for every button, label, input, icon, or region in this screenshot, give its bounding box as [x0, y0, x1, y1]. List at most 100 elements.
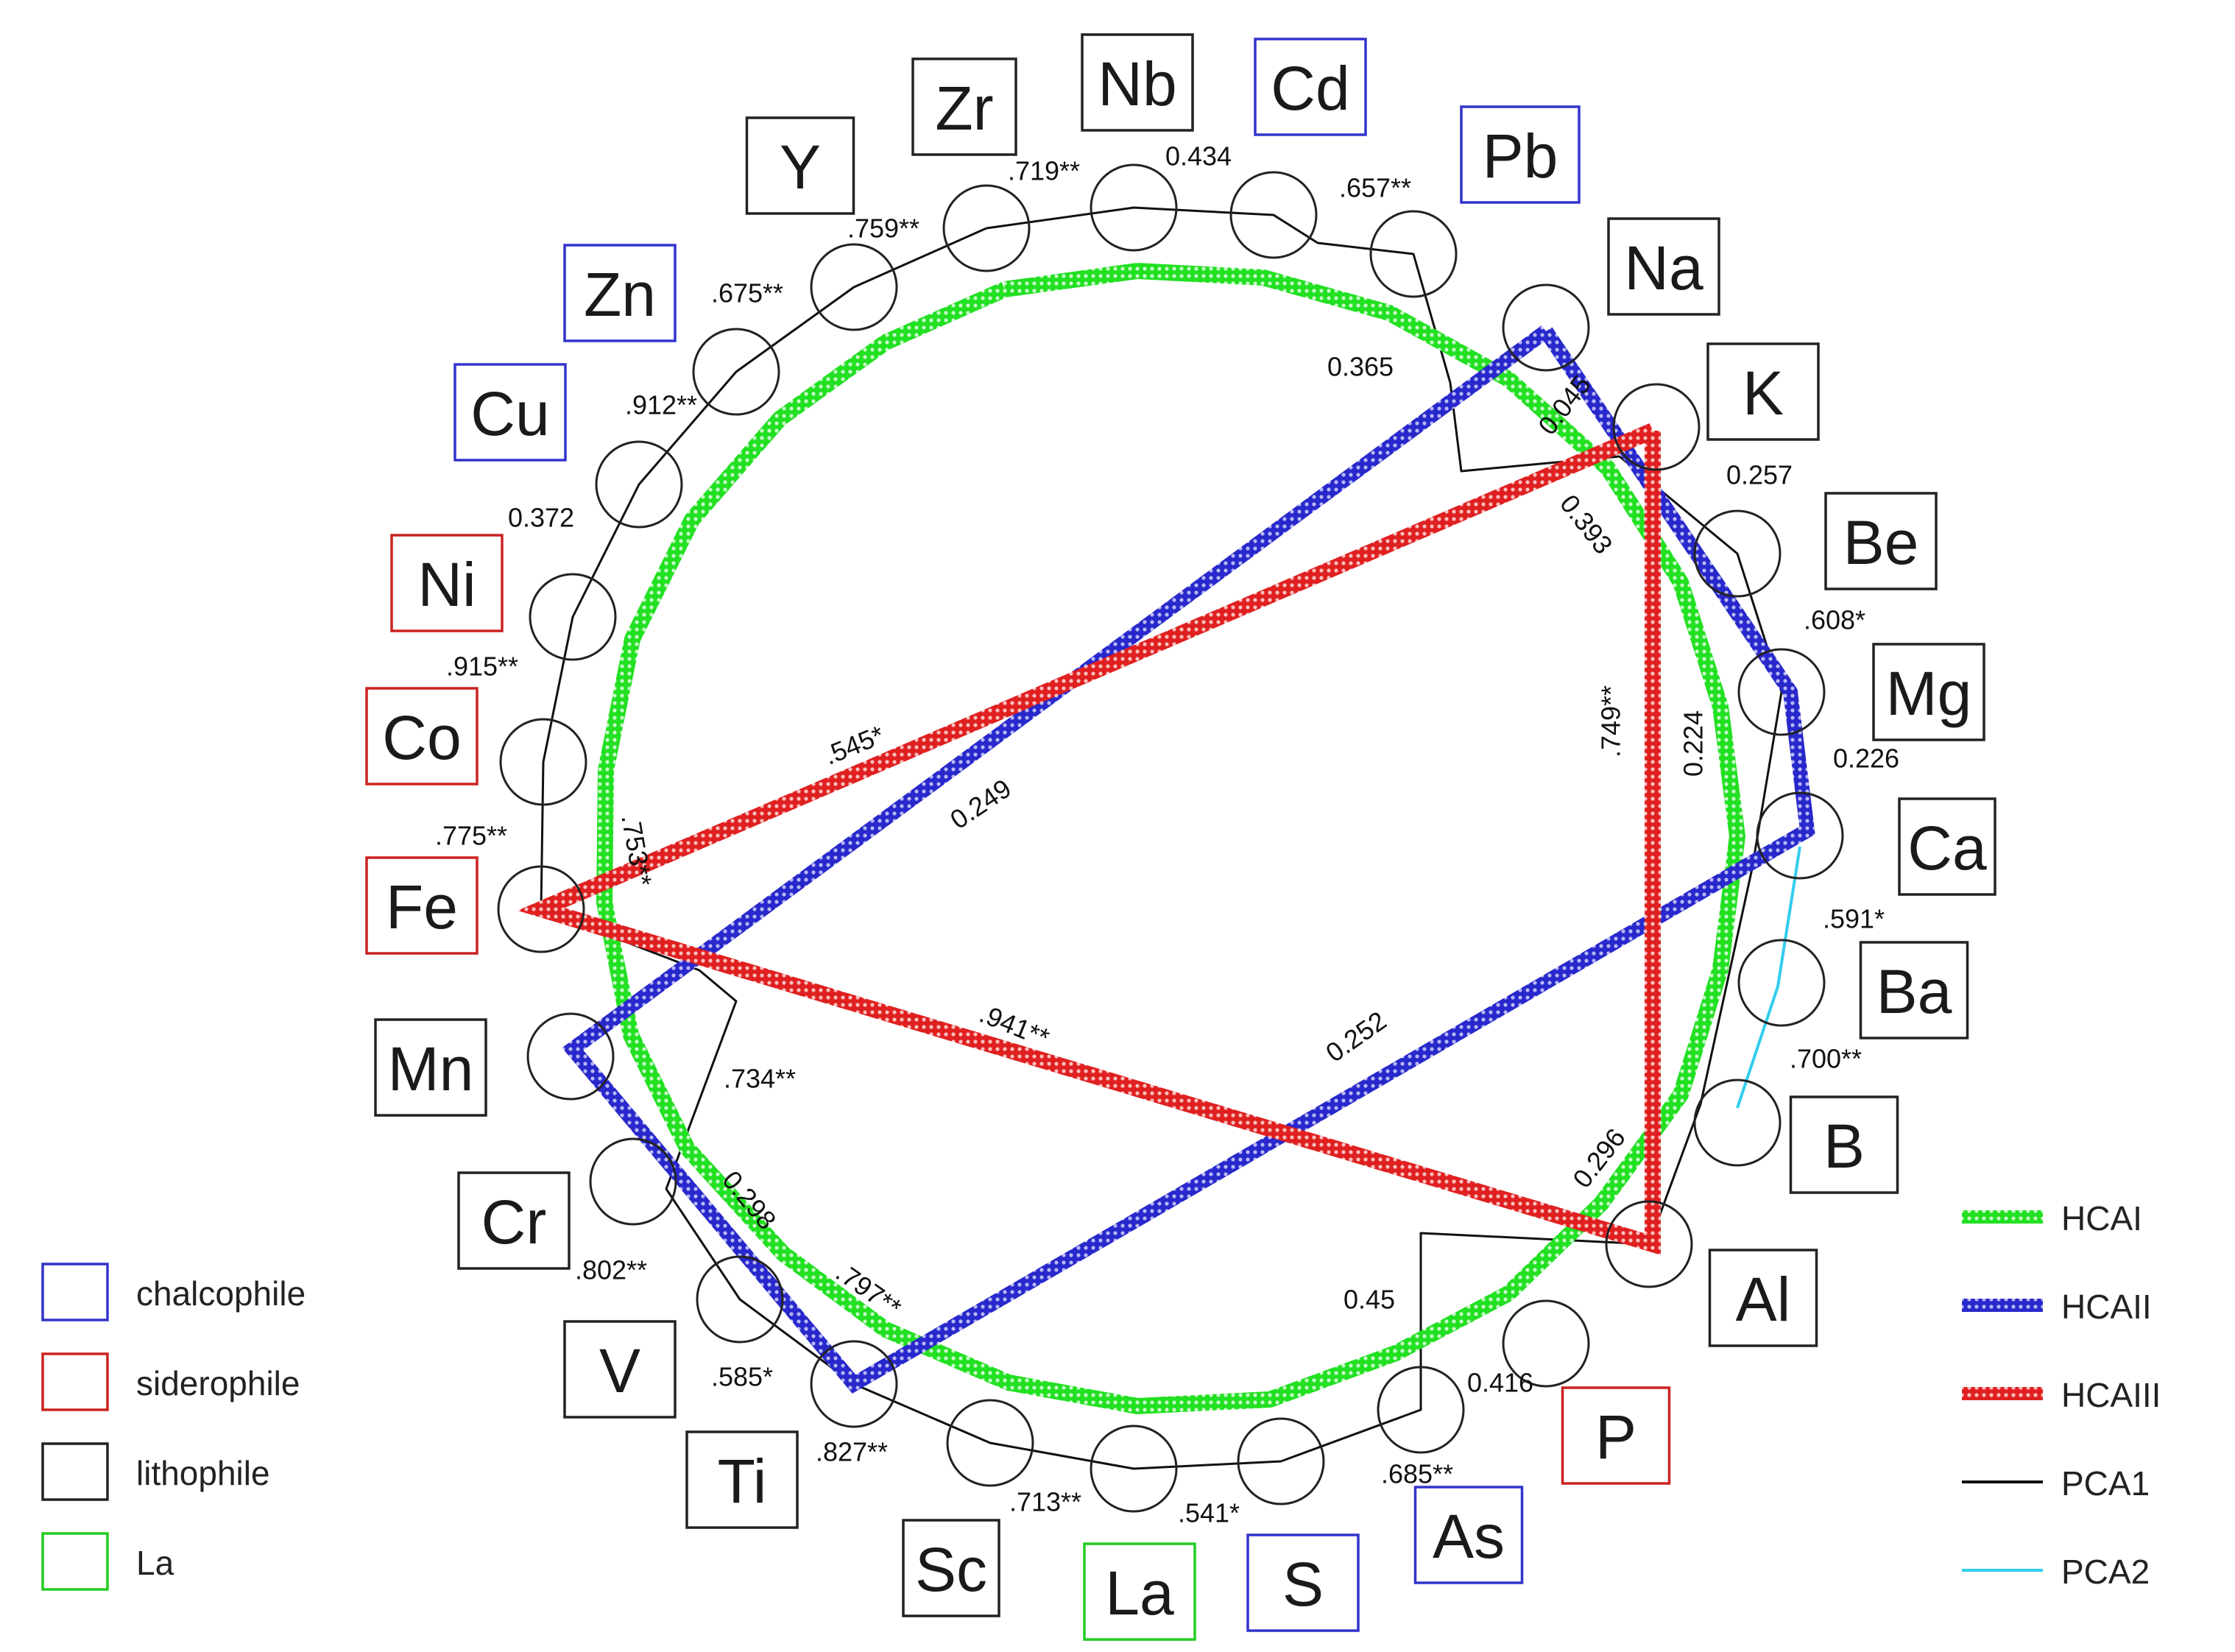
- element-label: Ti: [718, 1447, 767, 1516]
- element-label: Cr: [481, 1187, 547, 1257]
- element-box-cu: Cu: [453, 363, 567, 462]
- legend-group-chalcophile: chalcophile: [41, 1263, 306, 1321]
- element-label: Zr: [935, 74, 993, 143]
- correlation-cr-fe: .734**: [724, 1064, 796, 1094]
- correlation-k-al: .749**: [1596, 685, 1626, 758]
- correlation-ca-ba: .591*: [1823, 904, 1885, 934]
- node-la: [1090, 1425, 1178, 1513]
- element-frame: [1789, 1095, 1899, 1194]
- correlation-as-s: .685**: [1381, 1459, 1453, 1489]
- legend-swatch: [41, 1352, 109, 1411]
- element-box-v: V: [563, 1320, 677, 1419]
- node-v: [696, 1255, 784, 1344]
- element-label: Be: [1843, 508, 1919, 577]
- correlation-zn-y: .675**: [711, 278, 783, 308]
- element-box-mg: Mg: [1872, 643, 1985, 741]
- element-label: V: [599, 1336, 640, 1405]
- legend-line-pca2: PCA2: [1962, 1553, 2150, 1591]
- element-frame: [1561, 1386, 1671, 1485]
- element-label: Nb: [1098, 49, 1176, 119]
- element-label: Ca: [1907, 813, 1987, 883]
- correlation-labels-layer: .759**.719**0.434.657**0.3650.0450.2570.…: [435, 141, 1899, 1528]
- element-label: Cd: [1271, 54, 1349, 123]
- node-b: [1693, 1079, 1782, 1167]
- element-frame: [1706, 342, 1820, 441]
- element-box-nb: Nb: [1081, 33, 1194, 132]
- element-frame: [1460, 105, 1581, 204]
- element-label: Sc: [915, 1535, 987, 1604]
- correlation-la-sc: .713**: [1009, 1487, 1081, 1517]
- element-label: Mg: [1886, 659, 1972, 728]
- element-box-zn: Zn: [563, 244, 677, 342]
- legend-label: La: [136, 1544, 174, 1582]
- element-frame: [1898, 797, 1996, 896]
- correlation-cu-zn: .912**: [625, 390, 697, 420]
- node-be: [1693, 509, 1782, 598]
- element-box-b: B: [1789, 1095, 1899, 1194]
- node-ni: [529, 573, 617, 661]
- element-box-be: Be: [1824, 492, 1938, 590]
- node-ca: [1756, 791, 1844, 880]
- legend-swatch: [41, 1442, 109, 1501]
- element-label: K: [1743, 359, 1784, 428]
- element-box-cd: Cd: [1254, 38, 1367, 136]
- node-cd: [1229, 171, 1318, 259]
- element-frame: [563, 1320, 677, 1419]
- legend-line-label: HCAI: [2061, 1199, 2142, 1238]
- element-label: Pb: [1483, 121, 1558, 191]
- element-frame: [685, 1430, 799, 1529]
- legend-line-label: PCA2: [2061, 1553, 2150, 1591]
- element-label: Al: [1736, 1265, 1791, 1334]
- node-nb: [1090, 163, 1178, 252]
- element-box-al: Al: [1708, 1249, 1818, 1347]
- node-s: [1237, 1417, 1325, 1505]
- element-frame: [745, 116, 855, 215]
- element-label: B: [1823, 1112, 1865, 1181]
- element-frame: [1081, 33, 1194, 132]
- element-frame: [1413, 1486, 1524, 1584]
- pca1-line: [540, 206, 1783, 1470]
- element-label: S: [1282, 1550, 1324, 1619]
- correlation-mg-al: 0.224: [1678, 710, 1709, 777]
- element-frame: [1083, 1542, 1196, 1641]
- node-sc: [946, 1399, 1034, 1487]
- legend-label: lithophile: [136, 1454, 270, 1492]
- element-label: Co: [382, 703, 461, 772]
- node-ba: [1737, 939, 1826, 1027]
- element-label: P: [1595, 1402, 1636, 1472]
- correlation-al-as: 0.45: [1344, 1285, 1395, 1315]
- legend-line-label: HCAII: [2061, 1288, 2152, 1326]
- element-box-ba: Ba: [1859, 941, 1969, 1039]
- pca-layer: [540, 206, 1801, 1470]
- element-box-sc: Sc: [902, 1519, 1000, 1617]
- element-box-cr: Cr: [457, 1171, 571, 1270]
- element-box-k: K: [1706, 342, 1820, 441]
- correlation-ca-ti: 0.252: [1320, 1005, 1391, 1067]
- element-label: Cu: [470, 379, 549, 448]
- element-frame: [365, 856, 479, 955]
- node-mn: [526, 1012, 615, 1101]
- legend-layer: chalcophilesiderophilelithophileLaHCAIHC…: [41, 1199, 2161, 1591]
- node-cr: [589, 1137, 677, 1226]
- element-frame: [911, 57, 1017, 156]
- legend-line-hcaiii: HCAIII: [1962, 1376, 2161, 1414]
- element-frame: [374, 1018, 487, 1117]
- element-box-mn: Mn: [374, 1018, 487, 1117]
- hca-layer: [517, 263, 1815, 1414]
- nodes-layer: [497, 163, 1844, 1513]
- node-cu: [595, 440, 683, 529]
- legend-line-hcai: HCAI: [1962, 1199, 2142, 1238]
- element-label: La: [1105, 1559, 1174, 1628]
- node-k: [1612, 383, 1701, 471]
- element-label: Ni: [417, 550, 476, 619]
- node-fe: [497, 865, 585, 953]
- node-p: [1502, 1299, 1590, 1388]
- correlation-nb-cd: 0.434: [1165, 141, 1232, 172]
- node-na: [1502, 283, 1590, 372]
- hcaiii-triangle: [517, 423, 1661, 1255]
- hcaii-polygon: [562, 325, 1815, 1394]
- correlation-co-ni: .915**: [446, 652, 518, 682]
- correlation-sc-ti: .827**: [816, 1437, 888, 1467]
- correlation-k-fe: 0.393: [1554, 489, 1619, 560]
- correlation-s-la: .541*: [1178, 1498, 1240, 1528]
